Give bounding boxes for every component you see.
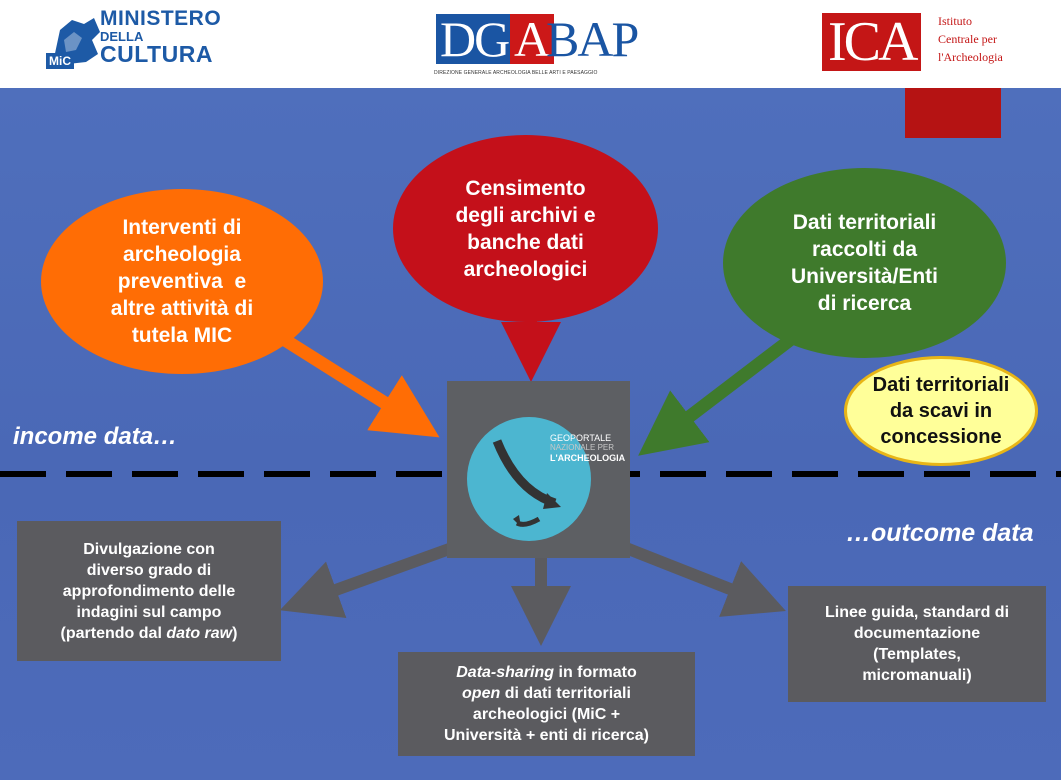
input-red-ellipse: Censimento degli archivi e banche dati a… — [393, 135, 658, 322]
green-line-3: Università/Enti — [790, 265, 939, 288]
input-yellow-ellipse: Dati territoriali da scavi in concession… — [844, 356, 1038, 466]
mid-line-1: Data-sharing in formato — [444, 662, 649, 683]
right-line-4: micromanuali) — [862, 667, 972, 684]
green-line-1: Dati territoriali — [792, 211, 937, 234]
mid-line-2: open di dati territoriali — [444, 683, 649, 704]
dgabap-logo-a: A — [510, 14, 555, 64]
mid-line-4: Università + enti di ricerca) — [444, 727, 649, 744]
right-line-3: (Templates, — [873, 646, 961, 663]
geoportale-logo-icon — [467, 417, 591, 541]
mid-line-3: archeologici (MiC + — [472, 706, 621, 723]
dgabap-logo-dg: DG — [436, 14, 513, 64]
mid-line-2-rest: di dati territoriali — [500, 685, 631, 702]
income-data-label: income data… — [13, 423, 178, 450]
yellow-line-3: concessione — [880, 426, 1002, 448]
mic-emblem-icon — [54, 18, 100, 64]
red-line-1: Censimento — [465, 176, 586, 200]
decorative-red-tab — [905, 88, 1001, 138]
ica-logo-letters: ICA — [822, 13, 922, 71]
mid-line-1-rest: in formato — [554, 664, 637, 681]
right-line-2: documentazione — [853, 625, 981, 642]
outcome-data-label: …outcome data — [846, 519, 1034, 547]
left-line-5-post: ) — [232, 624, 238, 642]
red-line-2: degli archivi e — [455, 203, 596, 227]
green-line-2: raccolti da — [811, 238, 918, 261]
left-line-1: Divulgazione con — [83, 540, 215, 558]
mic-tag: MiC — [46, 53, 74, 69]
output-box-dissemination: Divulgazione con diverso grado di approf… — [17, 521, 281, 661]
right-line-1: Linee guida, standard di — [824, 604, 1010, 621]
yellow-line-1: Dati territoriali — [872, 374, 1010, 396]
mid-line-2-em: open — [462, 685, 501, 702]
mic-line2: DELLA — [100, 29, 144, 44]
orange-line-1: Interventi di — [122, 216, 242, 239]
ica-line1: Istituto — [938, 14, 973, 28]
mic-line3: CULTURA — [100, 41, 213, 67]
mic-line1: MINISTERO — [100, 7, 222, 30]
geoportale-title: GEOPORTALE NAZIONALE PER L'ARCHEOLOGIA — [550, 433, 625, 463]
geoportale-title-line3: L'ARCHEOLOGIA — [550, 453, 626, 463]
orange-line-2: archeologia — [123, 243, 241, 266]
input-orange-ellipse: Interventi di archeologia preventiva e a… — [41, 189, 323, 374]
geoportale-box — [447, 381, 630, 558]
mid-line-1-em: Data-sharing — [456, 664, 555, 681]
orange-line-3: preventiva e — [117, 270, 247, 293]
arrow-orange-to-geoportale — [281, 334, 440, 438]
green-line-4: di ricerca — [817, 292, 912, 315]
orange-line-5: tutela MIC — [131, 324, 233, 347]
orange-line-4: altre attività di — [110, 297, 254, 320]
header-logos: MINISTERO DELLA CULTURA MiC DG A BAP DIR… — [0, 0, 1061, 88]
mic-logo-text: MINISTERO DELLA CULTURA — [100, 8, 221, 66]
ica-logo-text: Istituto Centrale per l'Archeologia — [938, 12, 1003, 66]
arrow-green-to-geoportale — [638, 334, 794, 456]
ica-line2: Centrale per — [938, 32, 997, 46]
dgabap-subtitle: DIREZIONE GENERALE ARCHEOLOGIA BELLE ART… — [434, 70, 598, 76]
arrow-to-right-box — [623, 542, 786, 617]
left-line-5-pre: (partendo dal — [60, 624, 167, 642]
left-line-5: (partendo dal dato raw) — [61, 623, 238, 644]
yellow-line-2: da scavi in — [889, 400, 993, 422]
left-line-5-em: dato raw — [166, 624, 233, 642]
output-box-guidelines: Linee guida, standard di documentazione … — [788, 586, 1046, 702]
geoportale-title-line2: NAZIONALE PER — [550, 443, 615, 452]
red-line-4: archeologici — [463, 257, 588, 281]
dgabap-logo-bap: BAP — [546, 11, 639, 67]
red-line-3: banche dati — [467, 230, 584, 254]
left-line-3: approfondimento delle — [62, 582, 236, 600]
left-line-2: diverso grado di — [86, 561, 212, 579]
output-box-data-sharing: Data-sharing in formato open di dati ter… — [398, 652, 695, 756]
geoportale-title-line1: GEOPORTALE — [550, 433, 612, 443]
left-line-4: indagini sul campo — [76, 603, 222, 621]
input-green-ellipse: Dati territoriali raccolti da Università… — [723, 168, 1006, 358]
ica-line3: l'Archeologia — [938, 50, 1003, 64]
arrow-to-left-box — [279, 542, 455, 619]
